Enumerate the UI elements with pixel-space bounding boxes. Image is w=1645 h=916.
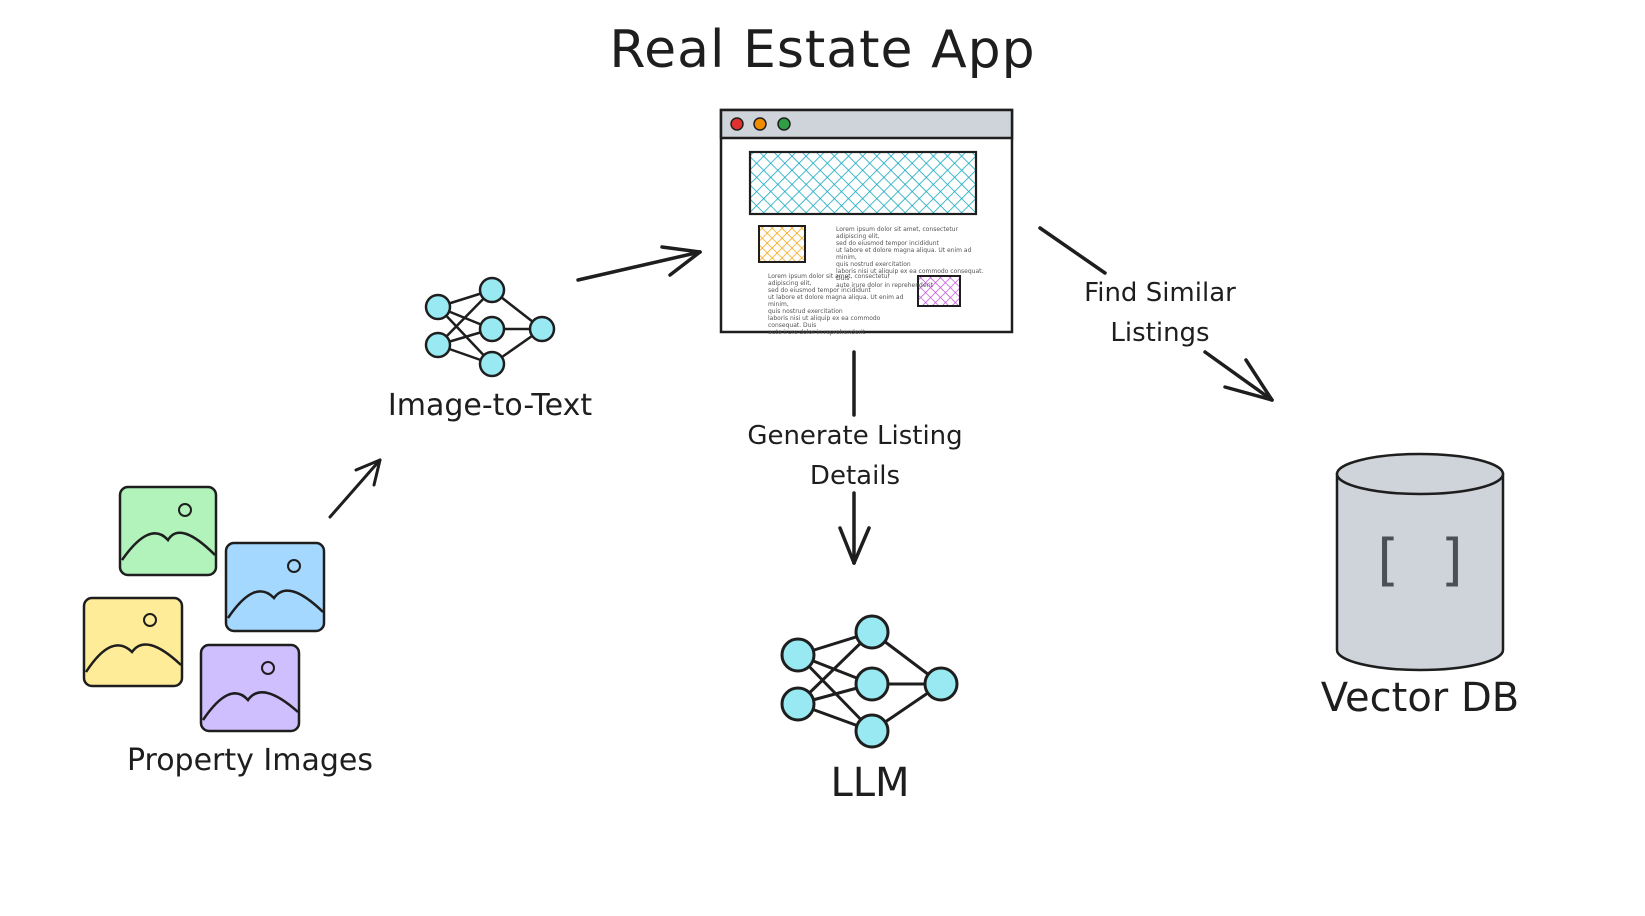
mockup-text-block-1: Lorem ipsum dolor sit amet, consectetur … — [836, 226, 984, 289]
image-to-text-network-icon — [424, 276, 556, 378]
find-similar-line-2: Listings — [1110, 318, 1210, 348]
window-dot-green-icon — [777, 117, 791, 131]
vector-db-label: Vector DB — [1320, 675, 1520, 721]
app-window-mockup — [719, 108, 1014, 334]
property-image-purple-icon — [199, 643, 301, 733]
find-similar-line-1: Find Similar — [1084, 278, 1236, 308]
property-image-yellow-icon — [82, 596, 184, 688]
vector-db-bracket-icon: [ ] — [1369, 528, 1471, 593]
arrow-image-to-text-to-app — [576, 245, 702, 282]
property-image-green-icon — [118, 485, 218, 577]
vector-db-cylinder-icon — [1335, 452, 1505, 672]
arrow-app-to-vector-db — [1038, 226, 1274, 402]
mockup-text-block-2: Lorem ipsum dolor sit amet, consectetur … — [768, 273, 904, 336]
arrow-images-to-image-to-text — [328, 458, 382, 519]
arrow-app-to-llm — [838, 350, 871, 565]
hero-image-placeholder — [748, 150, 978, 216]
window-dot-yellow-icon — [753, 117, 767, 131]
thumbnail-purple-placeholder — [917, 275, 961, 307]
property-image-blue-icon — [224, 541, 326, 633]
property-images-label: Property Images — [126, 743, 374, 778]
thumbnail-orange-placeholder — [758, 225, 806, 263]
llm-network-icon — [780, 614, 959, 749]
generate-listing-line-2: Details — [809, 461, 901, 491]
find-similar-label: Find Similar Listings — [1050, 273, 1270, 353]
generate-listing-line-1: Generate Listing — [747, 421, 963, 451]
page-title: Real Estate App — [609, 20, 1036, 80]
llm-label: LLM — [830, 760, 910, 806]
generate-listing-label: Generate Listing Details — [700, 416, 1010, 496]
window-dot-red-icon — [730, 117, 744, 131]
image-to-text-label: Image-to-Text — [387, 388, 593, 423]
